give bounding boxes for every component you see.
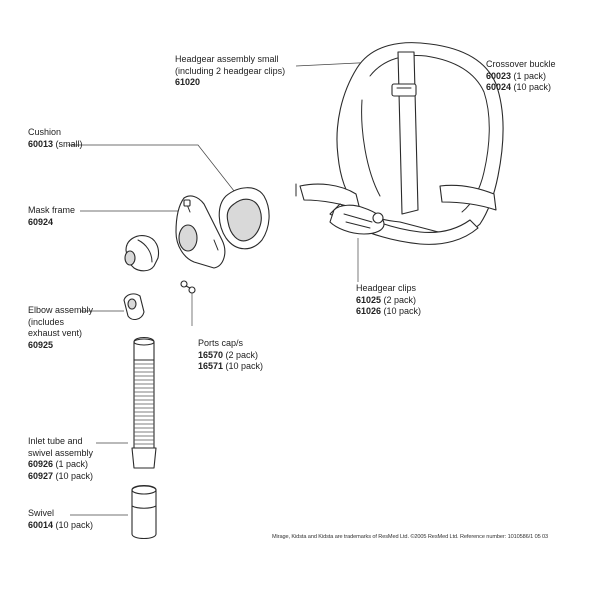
headgear-left-seam <box>361 99 381 197</box>
inlet-tube-code-2: 60927 <box>28 470 54 481</box>
cushion-name: Cushion <box>28 127 62 137</box>
headgear-name: Headgear assembly small <box>175 54 279 64</box>
swivel-name: Swivel <box>28 508 55 518</box>
elbow-opening <box>124 250 136 266</box>
headgear-clips-note-2: (10 pack) <box>381 306 422 316</box>
inlet-tube-drawing <box>131 336 157 469</box>
headgear-clips-code-2: 61026 <box>356 306 382 316</box>
crossover-buckle-note-1: (1 pack) <box>511 70 547 81</box>
leader-cushion <box>68 144 239 197</box>
cushion-code: 60013 <box>28 138 54 149</box>
ports-cap-a <box>180 280 188 288</box>
cushion-note: (small) <box>53 138 83 149</box>
inlet-tube-code-1: 60926 <box>28 459 54 469</box>
headgear-clip-hub <box>372 212 384 224</box>
crossover-buckle-name: Crossover buckle <box>486 59 556 69</box>
tube-ribs <box>133 363 155 445</box>
ports-cap-drawing <box>180 280 196 294</box>
inlet-tube-note-2: (10 pack) <box>53 470 94 481</box>
elbow-assembly-note-1: (includes <box>28 316 65 327</box>
inlet-tube-note-1: (1 pack) <box>53 459 89 469</box>
label-elbow-assembly: Elbow assembly (includes exhaust vent) 6… <box>28 305 93 351</box>
headgear-clips-code-1: 61025 <box>356 294 382 305</box>
mask-frame-clip-slot <box>183 199 191 207</box>
headgear-clip-shape <box>329 204 385 235</box>
tube-bottom-cuff <box>131 447 157 469</box>
cushion-drawing <box>218 187 270 250</box>
ports-cap-b <box>188 286 196 294</box>
tube-top-opening <box>133 338 155 346</box>
mask-frame-drawing <box>175 195 226 269</box>
swivel-ring <box>131 505 157 509</box>
trademark-footer: Mirage, Kidsta and Kidsta are trademarks… <box>272 534 549 540</box>
label-cushion: Cushion 60013 (small) <box>28 127 83 150</box>
crossover-buckle-note-2: (10 pack) <box>511 82 552 92</box>
swivel-drawing <box>131 484 157 540</box>
inlet-tube-name-2: swivel assembly <box>28 447 94 458</box>
headgear-top-strap <box>397 51 419 215</box>
swivel-note: (10 pack) <box>53 519 94 530</box>
label-swivel: Swivel 60014 (10 pack) <box>28 508 93 531</box>
headgear-code: 61020 <box>175 77 201 87</box>
crossover-buckle-shape <box>391 83 417 97</box>
headgear-note: (including 2 headgear clips) <box>175 65 286 76</box>
headgear-right-side-strap <box>439 184 497 211</box>
label-mask-frame: Mask frame 60924 <box>28 205 75 228</box>
exhaust-vent-hole <box>127 298 137 310</box>
headgear-clips-name: Headgear clips <box>356 283 417 293</box>
elbow-assembly-note-2: exhaust vent) <box>28 328 83 338</box>
ports-cap-tether <box>185 285 191 289</box>
headgear-assembly-drawing <box>295 42 504 245</box>
label-headgear-clips: Headgear clips 61025 (2 pack) 61026 (10 … <box>356 283 421 318</box>
inlet-tube-name: Inlet tube and <box>28 436 83 446</box>
swivel-top-opening <box>131 485 157 495</box>
mask-frame-code: 60924 <box>28 216 54 227</box>
ports-cap-note-1: (2 pack) <box>223 349 259 360</box>
elbow-assembly-drawing <box>123 235 160 321</box>
ports-cap-code-2: 16571 <box>198 361 224 371</box>
ports-cap-note-2: (10 pack) <box>223 361 264 371</box>
headgear-clip-ribs <box>343 213 373 229</box>
ports-cap-code-1: 16570 <box>198 349 224 360</box>
crossover-buckle-code-1: 60023 <box>486 70 512 81</box>
swivel-code: 60014 <box>28 519 54 530</box>
elbow-curve <box>137 239 153 263</box>
headgear-clips-note-1: (2 pack) <box>381 294 417 305</box>
ports-cap-name: Ports cap/s <box>198 338 244 348</box>
mask-frame-name: Mask frame <box>28 205 76 215</box>
elbow-assembly-code: 60925 <box>28 339 54 350</box>
label-inlet-tube: Inlet tube and swivel assembly 60926 (1 … <box>28 436 93 482</box>
label-headgear-assembly: Headgear assembly small (including 2 hea… <box>175 54 285 89</box>
mask-frame-port <box>178 224 198 252</box>
cushion-inner <box>226 198 262 242</box>
elbow-assembly-name: Elbow assembly <box>28 305 94 315</box>
label-ports-cap: Ports cap/s 16570 (2 pack) 16571 (10 pac… <box>198 338 263 373</box>
crossover-buckle-code-2: 60024 <box>486 82 512 92</box>
label-crossover-buckle: Crossover buckle 60023 (1 pack) 60024 (1… <box>486 59 556 94</box>
